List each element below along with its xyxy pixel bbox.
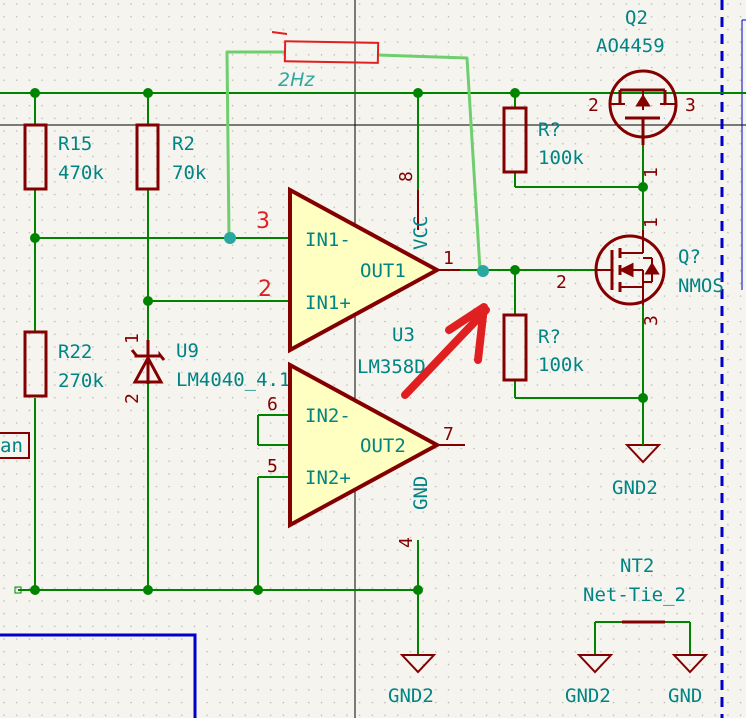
nmos-pin-3: 3: [641, 315, 662, 326]
pin-in1-minus: IN1-: [305, 229, 351, 251]
gnd2-label-nmos: GND2: [612, 477, 658, 499]
unconnected-wire-end: [14, 586, 22, 594]
opamp-pin-num-7: 7: [443, 424, 454, 445]
annotation-freq-2hz: 2Hz: [278, 69, 315, 91]
u9-ref: U9: [176, 340, 199, 362]
nmos-pin-1: 1: [641, 217, 662, 228]
nt2-value: Net-Tie_2: [583, 584, 686, 606]
gnd2-symbol-opamp: [399, 654, 437, 674]
pin-in2-plus: IN2+: [305, 467, 351, 489]
nmos-ref: Q?: [678, 246, 701, 268]
q2-ref: Q2: [625, 7, 648, 29]
r2-ref: R2: [172, 133, 195, 155]
r7-bottom-ref: R?: [538, 326, 561, 348]
gnd-label-nettie: GND: [668, 685, 702, 707]
gnd-symbol-nettie: [671, 654, 709, 674]
opamp-pin-num-1: 1: [443, 248, 454, 269]
q2-value: AO4459: [596, 35, 665, 57]
r7-top-value: 100k: [538, 147, 584, 169]
opamp-u3-unit-a[interactable]: [288, 186, 442, 354]
u3-ref: U3: [392, 324, 415, 346]
junction-dots: [30, 88, 648, 595]
opamp-pin-num-6: 6: [267, 394, 278, 415]
opamp-pin-num-8: 8: [396, 171, 417, 182]
r7-top-ref: R?: [538, 119, 561, 141]
annotation-pin-3: 3: [256, 209, 270, 234]
gnd2-symbol-nettie: [576, 654, 614, 674]
pin-out1: OUT1: [360, 260, 406, 282]
zener-diode-u9[interactable]: [130, 340, 166, 384]
annotation-pin-2: 2: [258, 277, 272, 302]
resistor-r22[interactable]: [23, 330, 48, 398]
q2-pin-2: 2: [588, 95, 599, 116]
gnd2-label-opamp: GND2: [388, 685, 434, 707]
resistor-r7-bottom[interactable]: [502, 313, 528, 382]
resistor-r15[interactable]: [23, 123, 48, 191]
r7-bottom-value: 100k: [538, 354, 584, 376]
hierarchical-sheet-box[interactable]: [0, 633, 197, 718]
pin-in1-plus: IN1+: [305, 292, 351, 314]
q2-pin-1: 1: [641, 167, 662, 178]
wires: [0, 92, 746, 655]
nmos-q[interactable]: [594, 230, 666, 306]
nt2-ref: NT2: [620, 555, 654, 577]
pmos-q2[interactable]: [608, 69, 678, 145]
resistor-r2[interactable]: [135, 123, 160, 191]
opamp-pin-num-4: 4: [396, 537, 417, 548]
u9-value: LM4040_4.1: [176, 369, 290, 391]
hier-label-box[interactable]: [0, 432, 30, 459]
r15-value: 470k: [58, 162, 104, 184]
nmos-pin-2: 2: [556, 272, 567, 293]
annotation-dot-right: [477, 265, 489, 277]
u3-value: LM358D: [357, 356, 426, 378]
nmos-value: NMOS: [678, 275, 724, 297]
resistor-r7-top[interactable]: [502, 106, 528, 174]
opamp-u3-unit-b[interactable]: [288, 361, 442, 529]
r22-ref: R22: [58, 341, 92, 363]
opamp-pin-num-5: 5: [267, 456, 278, 477]
annotation-feedback-wire: [225, 50, 482, 271]
annotation-resistor-sketch: [283, 40, 380, 64]
u9-pin-1: 1: [122, 333, 143, 344]
r15-ref: R15: [58, 133, 92, 155]
pin-gnd: GND: [410, 476, 432, 510]
hier-label-text: an: [0, 435, 23, 457]
q2-pin-3: 3: [685, 95, 696, 116]
r2-value: 70k: [172, 162, 207, 184]
pin-vcc: VCC: [410, 216, 432, 250]
pin-out2: OUT2: [360, 435, 406, 457]
gnd2-label-nettie: GND2: [565, 685, 611, 707]
r22-value: 270k: [58, 370, 104, 392]
u9-pin-2: 2: [122, 393, 143, 404]
annotation-arrow-icon: [401, 303, 490, 399]
pin-in2-minus: IN2-: [305, 405, 351, 427]
annotation-dot-left: [224, 232, 236, 244]
